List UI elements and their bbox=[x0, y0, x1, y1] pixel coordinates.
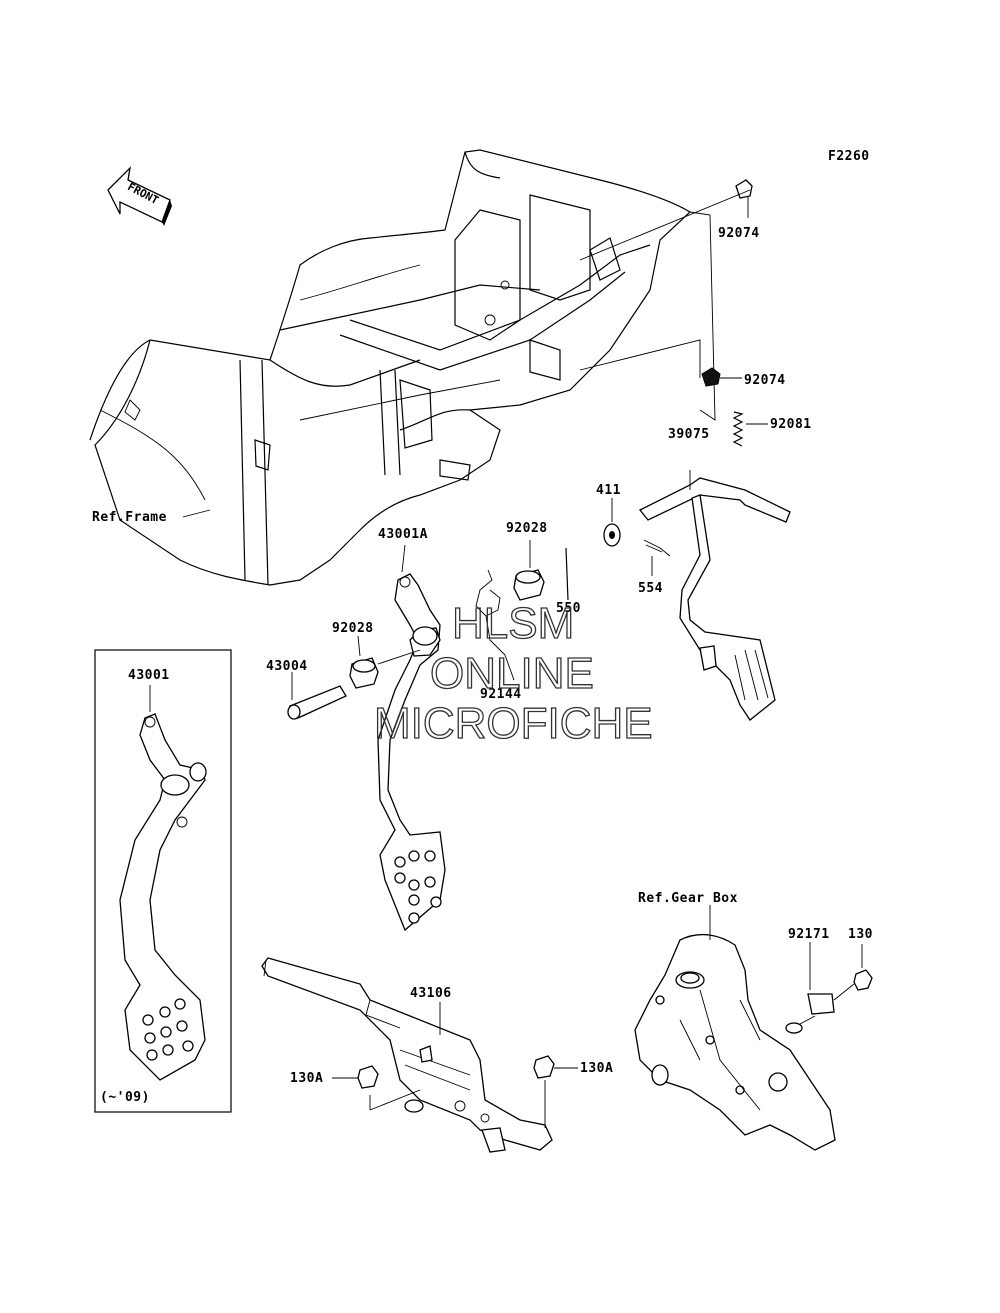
watermark-line2: ONLINE bbox=[430, 649, 594, 698]
washer-411 bbox=[603, 498, 621, 547]
watermark-line1: HLSM bbox=[452, 599, 574, 648]
cap-92074-lower bbox=[701, 367, 742, 387]
bushing-92028-upper bbox=[513, 540, 545, 601]
inset-box bbox=[94, 649, 232, 1113]
diagram-id: F2260 bbox=[828, 149, 870, 164]
part-label-554: 554 bbox=[638, 581, 663, 596]
part-label-92081: 92081 bbox=[770, 417, 812, 432]
part-label-92171: 92171 bbox=[788, 927, 830, 942]
part-label-92028-lower: 92028 bbox=[332, 621, 374, 636]
part-label-43106: 43106 bbox=[410, 986, 452, 1001]
ref-frame-label: Ref.Frame bbox=[92, 510, 167, 525]
part-label-92074-lower: 92074 bbox=[744, 373, 786, 388]
bracket-92171 bbox=[785, 942, 835, 1034]
bushing-92028-lower bbox=[349, 635, 421, 689]
part-label-130a-left: 130A bbox=[290, 1071, 323, 1086]
gearbox-reference bbox=[634, 905, 836, 1151]
bolt-130 bbox=[833, 944, 873, 1001]
front-arrow-icon: FRONT bbox=[107, 166, 172, 226]
spring-92081 bbox=[732, 411, 768, 447]
watermark-line3: MICROFICHE bbox=[374, 699, 653, 748]
part-label-43004: 43004 bbox=[266, 659, 308, 674]
part-label-92028-upper: 92028 bbox=[506, 521, 548, 536]
watermark: HLSM ONLINE MICROFICHE bbox=[373, 598, 653, 748]
pedal-pad-holes bbox=[394, 850, 442, 924]
part-label-130a-right: 130A bbox=[580, 1061, 613, 1076]
part-label-43001a: 43001A bbox=[378, 527, 428, 542]
inset-pedal-pad-holes bbox=[142, 998, 194, 1061]
part-label-39075: 39075 bbox=[668, 427, 710, 442]
lever-39075 bbox=[638, 470, 791, 721]
pedal-43001a bbox=[377, 544, 446, 932]
pin-550 bbox=[565, 547, 569, 601]
pin-554 bbox=[643, 539, 671, 576]
part-label-550: 550 bbox=[556, 601, 581, 616]
part-label-92144: 92144 bbox=[480, 687, 522, 702]
part-label-411: 411 bbox=[596, 483, 621, 498]
parking-lever-43106 bbox=[261, 957, 553, 1153]
bolt-130a-left bbox=[332, 1065, 379, 1089]
pedal-43001 bbox=[119, 685, 207, 1081]
part-label-43001: 43001 bbox=[128, 668, 170, 683]
inset-note: (~'09) bbox=[100, 1090, 150, 1105]
part-label-130: 130 bbox=[848, 927, 873, 942]
part-label-92074-upper: 92074 bbox=[718, 226, 760, 241]
pin-43004 bbox=[287, 672, 347, 720]
spring-92144 bbox=[475, 569, 515, 681]
cap-92074-upper bbox=[579, 179, 753, 261]
frame-assembly bbox=[89, 149, 716, 586]
bolt-130a-right bbox=[533, 1055, 578, 1079]
ref-gearbox-label: Ref.Gear Box bbox=[638, 891, 738, 906]
